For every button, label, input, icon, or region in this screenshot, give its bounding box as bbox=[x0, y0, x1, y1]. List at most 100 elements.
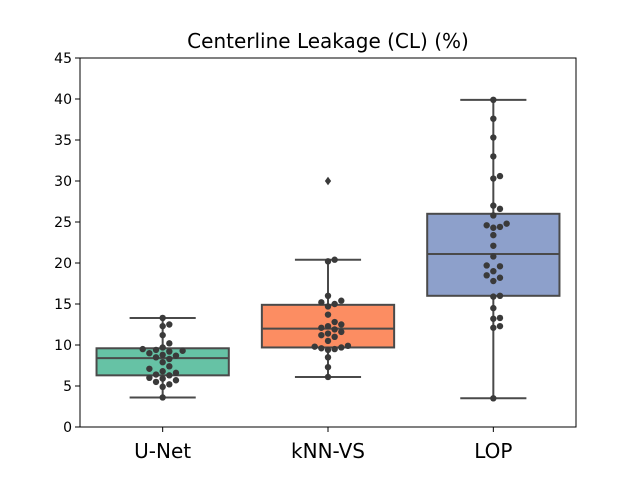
data-point bbox=[166, 340, 173, 347]
data-point bbox=[496, 322, 504, 330]
data-point bbox=[166, 321, 173, 328]
data-point bbox=[331, 326, 338, 333]
data-point bbox=[159, 383, 166, 391]
data-point bbox=[172, 369, 180, 377]
data-point bbox=[496, 223, 504, 231]
data-point bbox=[166, 348, 173, 355]
data-point bbox=[338, 321, 345, 328]
y-tick-label: 35 bbox=[54, 133, 72, 149]
data-point bbox=[159, 368, 166, 375]
x-tick-label: kNN-VS bbox=[291, 439, 365, 463]
data-point bbox=[146, 350, 153, 357]
data-point bbox=[324, 354, 332, 361]
data-point bbox=[166, 355, 173, 363]
data-point bbox=[166, 363, 173, 370]
y-tick-label: 15 bbox=[54, 297, 72, 313]
data-point bbox=[172, 352, 180, 359]
data-point bbox=[324, 373, 332, 381]
data-point bbox=[490, 242, 497, 249]
data-point bbox=[159, 314, 166, 322]
y-tick-label: 10 bbox=[54, 338, 72, 354]
data-point bbox=[496, 274, 504, 281]
data-point bbox=[324, 311, 332, 318]
data-point bbox=[152, 371, 160, 378]
data-point bbox=[338, 344, 345, 351]
y-tick-label: 30 bbox=[54, 174, 72, 190]
x-tick-label: U-Net bbox=[134, 439, 191, 463]
data-point bbox=[159, 322, 166, 330]
data-point bbox=[496, 263, 504, 270]
data-point bbox=[490, 153, 497, 160]
data-point bbox=[324, 330, 332, 337]
data-point bbox=[324, 337, 332, 345]
data-point bbox=[324, 258, 332, 265]
data-point bbox=[179, 347, 186, 354]
outlier-marker bbox=[324, 176, 332, 186]
data-point bbox=[159, 394, 166, 401]
y-axis: 0 5 10 15 20 25 30 35 40 45 bbox=[54, 51, 80, 436]
data-point bbox=[496, 314, 504, 322]
chart-title: Centerline Leakage (CL) (%) bbox=[187, 29, 469, 53]
data-point bbox=[324, 363, 332, 371]
data-point bbox=[496, 172, 504, 180]
data-point bbox=[318, 324, 325, 331]
data-point bbox=[490, 315, 497, 322]
data-point bbox=[490, 395, 497, 402]
data-point bbox=[152, 354, 160, 361]
data-point bbox=[490, 202, 497, 209]
data-point bbox=[490, 115, 497, 122]
data-point bbox=[318, 299, 325, 306]
data-point bbox=[490, 324, 497, 331]
data-point bbox=[166, 372, 173, 379]
data-point bbox=[159, 331, 166, 339]
y-tick-label: 40 bbox=[54, 92, 72, 108]
data-point bbox=[159, 359, 166, 366]
data-point bbox=[159, 375, 166, 382]
y-tick-label: 45 bbox=[54, 51, 72, 67]
x-tick-label: LOP bbox=[474, 439, 512, 463]
data-point bbox=[172, 377, 180, 384]
data-point bbox=[318, 345, 325, 352]
data-point bbox=[324, 292, 332, 299]
data-point bbox=[318, 331, 325, 339]
data-point bbox=[338, 328, 345, 336]
data-point bbox=[331, 318, 338, 326]
y-tick-label: 5 bbox=[63, 379, 72, 395]
data-point bbox=[483, 272, 490, 279]
data-point bbox=[490, 212, 497, 219]
data-point bbox=[490, 304, 497, 312]
data-point bbox=[331, 300, 338, 308]
data-point bbox=[159, 344, 166, 351]
data-point bbox=[331, 256, 338, 263]
data-point bbox=[490, 175, 497, 182]
data-point bbox=[338, 297, 345, 304]
data-point bbox=[490, 277, 497, 285]
data-point bbox=[166, 381, 173, 388]
data-point bbox=[331, 345, 338, 353]
data-point bbox=[490, 134, 497, 141]
data-point bbox=[311, 343, 318, 350]
data-point bbox=[324, 303, 332, 310]
data-point bbox=[490, 224, 497, 231]
y-tick-label: 25 bbox=[54, 215, 72, 231]
data-point bbox=[483, 262, 490, 269]
data-point bbox=[324, 346, 332, 354]
data-point bbox=[152, 346, 160, 354]
data-point bbox=[344, 342, 352, 350]
data-point bbox=[496, 205, 504, 213]
plot-frame bbox=[79, 57, 577, 428]
data-point bbox=[490, 293, 497, 300]
data-point bbox=[496, 292, 504, 299]
data-point bbox=[490, 253, 497, 260]
y-tick-label: 20 bbox=[54, 256, 72, 272]
data-point bbox=[146, 365, 153, 372]
y-tick-label: 0 bbox=[63, 420, 72, 436]
data-point bbox=[159, 351, 166, 359]
data-point bbox=[331, 333, 338, 340]
data-point bbox=[503, 220, 510, 227]
data-point bbox=[490, 268, 497, 275]
data-point bbox=[490, 96, 497, 104]
data-point bbox=[483, 222, 490, 229]
data-point bbox=[139, 345, 146, 353]
